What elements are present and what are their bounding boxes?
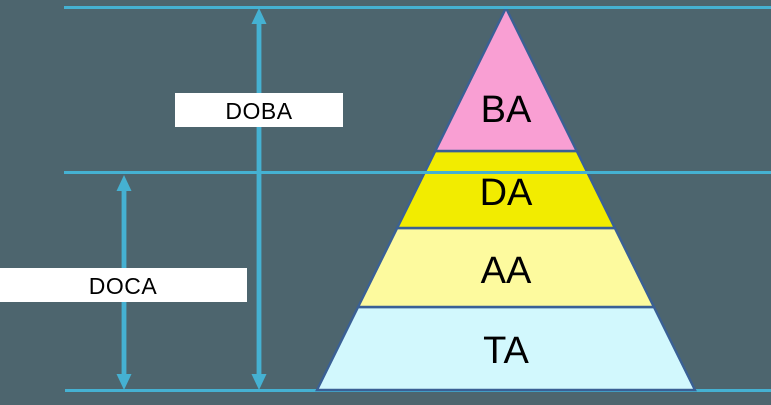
doca-arrow-head-up — [116, 175, 132, 191]
top-measure-line — [64, 6, 771, 9]
doba-label-box — [175, 93, 343, 127]
doba-arrow-head-up — [251, 8, 267, 24]
doca-label: DOCA — [89, 273, 158, 299]
mid-measure-line — [64, 171, 771, 174]
pyramid-label-ba: BA — [481, 89, 532, 131]
doca-label-box — [0, 268, 247, 302]
doba-arrow-shaft — [256, 20, 262, 376]
doba-arrow — [251, 8, 267, 390]
pyramid-label-ta: TA — [483, 330, 529, 372]
pyramid-label-aa: AA — [481, 250, 532, 292]
doca-arrow-head-down — [116, 374, 132, 390]
pyramid — [315, 5, 697, 392]
pyramid-label-da: DA — [480, 172, 533, 214]
doba-arrow-head-down — [251, 374, 267, 390]
pyramid-section-ba — [433, 5, 579, 153]
doba-label: DOBA — [225, 98, 292, 124]
